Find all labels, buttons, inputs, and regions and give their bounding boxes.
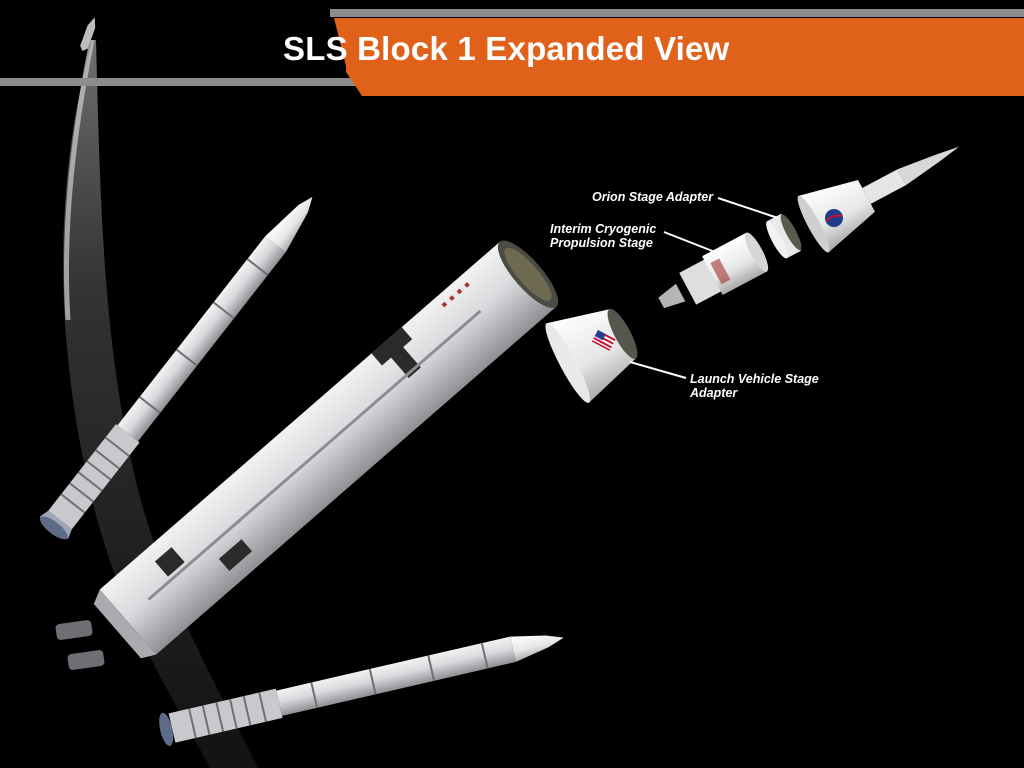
- small-rocket-icon: [80, 17, 96, 52]
- right-solid-rocket-booster: [159, 635, 564, 746]
- label-lvsa-line1: Launch Vehicle Stage: [690, 372, 819, 386]
- us-flag-icon: [591, 330, 616, 351]
- label-orion-stage-adapter-text: Orion Stage Adapter: [592, 190, 714, 204]
- page-title: SLS Block 1 Expanded View: [283, 30, 730, 67]
- header-stripe-left: [0, 78, 360, 86]
- left-solid-rocket-booster: [39, 196, 313, 540]
- nasa-logo-icon: [825, 209, 843, 227]
- label-lvsa-line2: Adapter: [690, 386, 738, 400]
- rs25-engines: [55, 620, 105, 670]
- label-icps-line1: Interim Cryogenic: [550, 222, 657, 236]
- label-lvsa: Launch Vehicle Stage Adapter: [690, 372, 819, 400]
- label-orion-stage-adapter: Orion Stage Adapter: [592, 190, 713, 204]
- orion-spacecraft: [797, 146, 960, 253]
- core-stage: [93, 240, 559, 659]
- header-stripe-top: [330, 9, 1024, 17]
- orion-stage-adapter: [766, 213, 802, 259]
- label-icps-line2: Propulsion Stage: [550, 236, 653, 250]
- leader-line-lvsa: [629, 361, 687, 379]
- interim-cryogenic-propulsion-stage: [658, 232, 769, 309]
- launch-vehicle-stage-adapter: [545, 308, 638, 403]
- leader-line-orion-adapter: [717, 197, 779, 219]
- title-banner: [334, 18, 1024, 96]
- leader-line-icps: [663, 231, 721, 255]
- label-icps: Interim Cryogenic Propulsion Stage: [550, 222, 656, 250]
